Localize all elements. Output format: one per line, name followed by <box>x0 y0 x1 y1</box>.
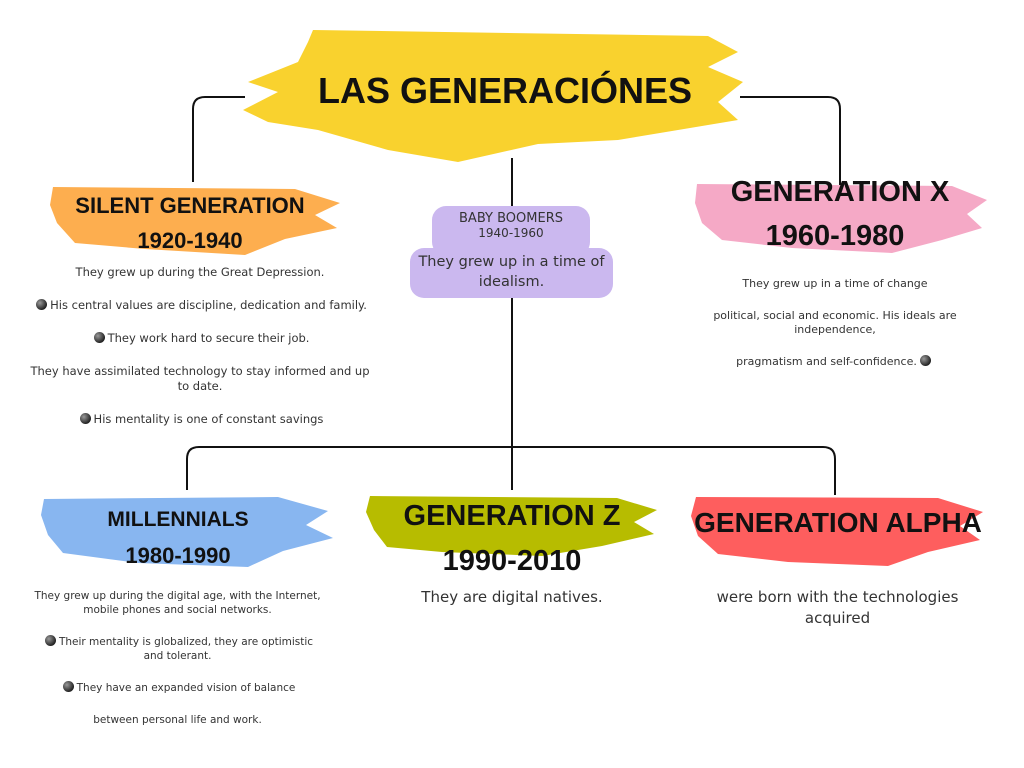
genx-line: They grew up in a time of change <box>742 277 928 290</box>
genx-line: political, social and economic. His idea… <box>713 309 957 336</box>
silent-line: His central values are discipline, dedic… <box>50 298 367 312</box>
genz-years: 1990-2010 <box>442 545 582 577</box>
title-brush <box>243 30 743 162</box>
silent-line: They have assimilated technology to stay… <box>30 364 370 393</box>
connector-bottom <box>186 446 836 495</box>
alpha-description: were born with the technologies acquired <box>716 588 959 627</box>
connector-silent <box>192 96 245 182</box>
bullet-icon <box>36 299 48 310</box>
genx-name: GENERATION X <box>730 176 950 208</box>
genx-line: pragmatism and self-confidence. <box>736 355 917 368</box>
genx-brush <box>695 184 987 253</box>
connector-genx <box>740 96 841 185</box>
millennials-description: They grew up during the digital age, wit… <box>25 589 330 745</box>
boomers-name: BABY BOOMERS <box>459 211 563 226</box>
millennials-line: They grew up during the digital age, wit… <box>34 590 321 616</box>
silent-brush <box>50 187 340 255</box>
page-title: LAS GENERACIÓNES <box>317 70 693 111</box>
millennials-line: Their mentality is globalized, they are … <box>58 636 314 662</box>
boomers-pill-top: BABY BOOMERS 1940-1960 <box>432 206 590 256</box>
bullet-icon <box>919 355 931 366</box>
genz-brush <box>366 496 657 556</box>
silent-years: 1920-1940 <box>137 228 243 253</box>
millennials-brush <box>41 497 333 567</box>
boomers-years: 1940-1960 <box>478 226 544 240</box>
alpha-name: GENERATION ALPHA <box>694 507 982 538</box>
silent-line: They grew up during the Great Depression… <box>75 265 325 279</box>
bullet-icon <box>79 413 91 424</box>
silent-line: They work hard to secure their job. <box>107 331 310 345</box>
millennials-years: 1980-1990 <box>125 543 231 568</box>
silent-name: SILENT GENERATION <box>75 193 305 218</box>
genx-description: They grew up in a time of change politic… <box>700 277 970 387</box>
alpha-brush <box>691 497 983 566</box>
millennials-line: between personal life and work. <box>93 714 262 726</box>
silent-line: His mentality is one of constant savings <box>93 412 324 426</box>
millennials-line: They have an expanded vision of balance <box>76 682 296 694</box>
bullet-icon <box>44 635 56 646</box>
millennials-name: MILLENNIALS <box>107 508 249 531</box>
genz-name: GENERATION Z <box>403 500 621 532</box>
bullet-icon <box>93 332 105 343</box>
genz-description: They are digital natives. <box>421 588 603 606</box>
genx-years: 1960-1980 <box>765 220 905 252</box>
bullet-icon <box>62 681 74 692</box>
silent-description: They grew up during the Great Depression… <box>15 265 385 445</box>
boomers-description: They grew up in a time of idealism. <box>410 248 613 298</box>
